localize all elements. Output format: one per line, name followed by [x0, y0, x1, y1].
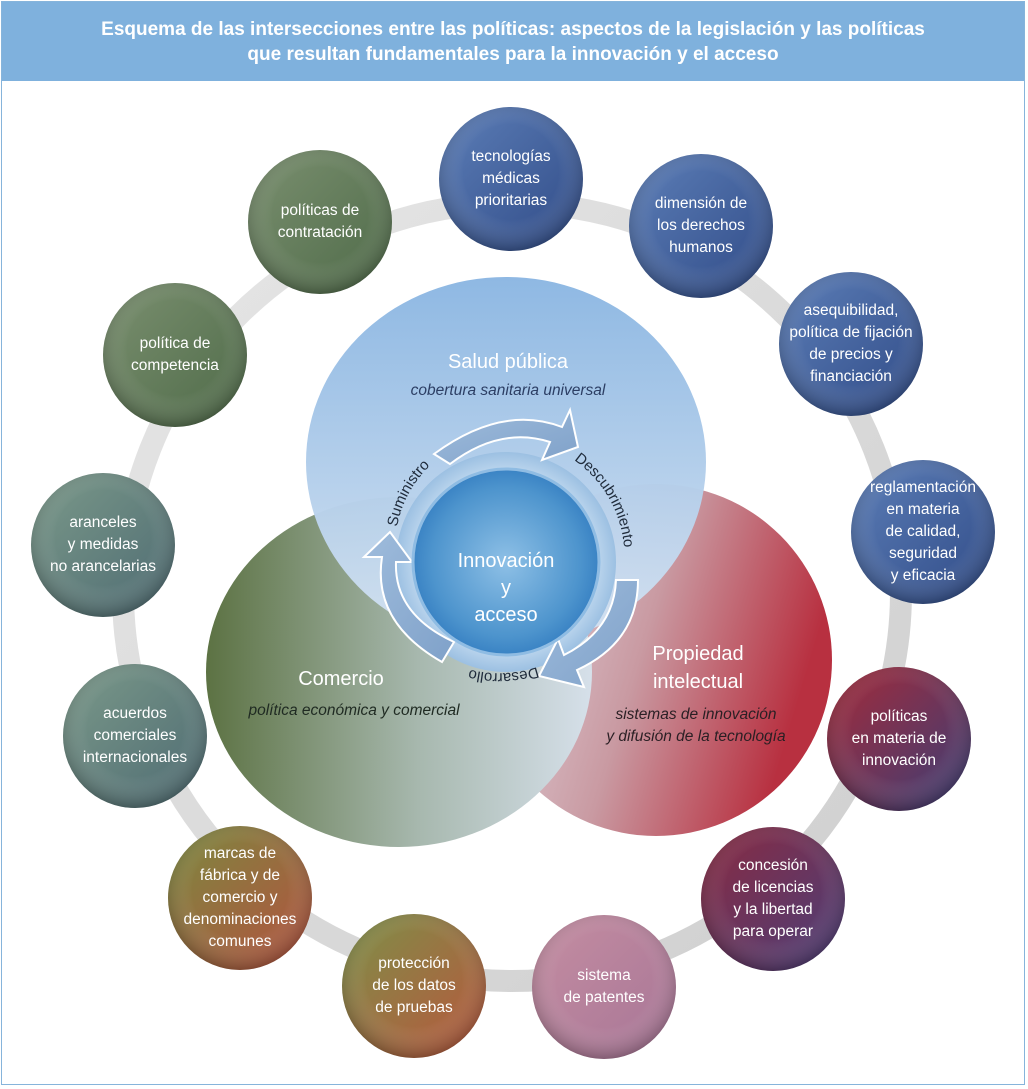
node-label-acuerdos: acuerdos comerciales internacionales — [63, 664, 207, 808]
node-label-line: reglamentación — [870, 479, 976, 496]
node-shade-aranceles — [31, 473, 175, 617]
arrow-desarrollo — [537, 579, 640, 689]
node-label-derechos: dimensión de los derechos humanos — [629, 154, 773, 298]
node-label-line: humanos — [669, 239, 733, 256]
node-shade-tecnologias — [439, 107, 583, 251]
center-label: Innovación y acceso — [406, 488, 606, 688]
node-shade-marcas — [168, 826, 312, 970]
node-label-line: innovación — [861, 752, 937, 769]
center-label-line-3: acceso — [474, 603, 538, 626]
node-shade-patentes — [532, 915, 676, 1059]
propiedad-intelectual-title: Propiedad intelectual — [618, 640, 778, 696]
node-label-line: dimensión de — [654, 195, 748, 212]
node-label-line: de pruebas — [375, 999, 453, 1016]
arrow-suministro — [361, 530, 456, 664]
title-line-1: Esquema de las intersecciones entre las … — [101, 18, 925, 40]
node-label-asequibilidad: asequibilidad, política de fijación de pre… — [779, 272, 923, 416]
node-label-line: aranceles — [69, 514, 137, 531]
node-label-line: y eficacia — [890, 567, 956, 584]
node-label-line: políticas — [870, 708, 928, 725]
node-label-line: médicas — [482, 170, 540, 187]
node-shade-acuerdos — [63, 664, 207, 808]
node-label-tecnologias: tecnologías médicas prioritarias — [439, 107, 583, 251]
node-label-line: comunes — [208, 933, 272, 950]
node-label-aranceles: aranceles y medidas no arancelarias — [31, 473, 175, 617]
node-label-line: tecnologías — [471, 148, 551, 165]
center-label-line-1: Innovación — [457, 549, 555, 572]
propiedad-intelectual-title-line-2: intelectual — [652, 671, 744, 693]
node-label-licencias: concesión de licencias y la libertad para o… — [701, 827, 845, 971]
comercio-title: Comercio — [298, 668, 384, 690]
node-label-line: en materia — [886, 501, 960, 518]
node-label-datos: protección de los datos de pruebas — [342, 914, 486, 1058]
node-label-line: para operar — [732, 923, 814, 940]
node-label-line: sistema — [577, 967, 631, 984]
node-shade-reglamentacion — [851, 460, 995, 604]
center-circle — [411, 467, 601, 657]
node-label-line: protección — [378, 955, 450, 972]
propiedad-intelectual-subtitle-line-2: y difusión de la tecnología — [606, 728, 786, 745]
node-label-line: concesión — [738, 857, 808, 874]
node-label-line: seguridad — [888, 545, 958, 562]
node-shade-innovacion — [827, 667, 971, 811]
node-label-line: y la libertad — [733, 901, 813, 918]
propiedad-intelectual-subtitle-line-1: sistemas de innovación — [615, 706, 777, 723]
node-label-line: no arancelarias — [50, 558, 156, 575]
node-label-line: los derechos — [657, 217, 745, 234]
outer-nodes — [31, 107, 995, 1059]
node-label-innovacion: políticas en materia de innovación — [827, 667, 971, 811]
node-label-patentes: sistema de patentes — [532, 915, 676, 1059]
node-label-line: política de — [139, 335, 211, 352]
node-label-line: de patentes — [563, 989, 645, 1006]
comercio-subtitle: política económica y comercial — [248, 702, 460, 719]
node-label-line: competencia — [131, 357, 219, 374]
node-label-line: y medidas — [67, 536, 139, 553]
node-shade-contratacion — [248, 150, 392, 294]
center-label-line-2: y — [501, 576, 511, 599]
node-label-line: en materia de — [851, 730, 947, 747]
node-label-line: de calidad, — [885, 523, 961, 540]
node-label-line: comercio y — [202, 889, 278, 906]
salud-publica-subtitle: cobertura sanitaria universal — [410, 382, 606, 399]
node-label-line: financiación — [810, 368, 892, 385]
node-label-line: fábrica y de — [199, 867, 281, 884]
node-label-line: política de fijación — [789, 324, 913, 341]
node-label-line: internacionales — [82, 749, 188, 766]
node-label-line: políticas de — [280, 202, 360, 219]
node-label-line: acuerdos — [103, 705, 167, 722]
node-label-reglamentacion: reglamentación en materia de calidad, segur… — [851, 460, 995, 604]
propiedad-intelectual-title-line-1: Propiedad — [652, 643, 744, 665]
node-label-competencia: política de competencia — [103, 283, 247, 427]
node-shade-licencias — [701, 827, 845, 971]
node-label-marcas: marcas de fábrica y de comercio y denominac… — [168, 826, 312, 970]
node-label-line: contratación — [277, 224, 363, 241]
node-label-line: asequibilidad, — [803, 302, 899, 319]
arrow-descubrimiento — [432, 406, 580, 466]
salud-publica-title: Salud pública — [447, 351, 569, 373]
title-line-2: que resultan fundamentales para la innov… — [247, 43, 779, 65]
node-label-line: comerciales — [93, 727, 177, 744]
node-label-line: de precios y — [809, 346, 893, 363]
node-label-line: de los datos — [372, 977, 456, 994]
node-label-line: prioritarias — [474, 192, 548, 209]
page-title: Esquema de las intersecciones entre las … — [2, 2, 1024, 81]
node-label-line: marcas de — [203, 845, 277, 862]
node-shade-asequibilidad — [779, 272, 923, 416]
node-label-contratacion: políticas de contratación — [248, 150, 392, 294]
node-label-line: de licencias — [732, 879, 814, 896]
propiedad-intelectual-subtitle: sistemas de innovación y difusión de la … — [586, 704, 806, 748]
label-desarrollo: Desarrollo — [467, 663, 541, 686]
node-shade-datos — [342, 914, 486, 1058]
node-shade-derechos — [629, 154, 773, 298]
node-label-line: denominaciones — [183, 911, 297, 928]
node-shade-competencia — [103, 283, 247, 427]
